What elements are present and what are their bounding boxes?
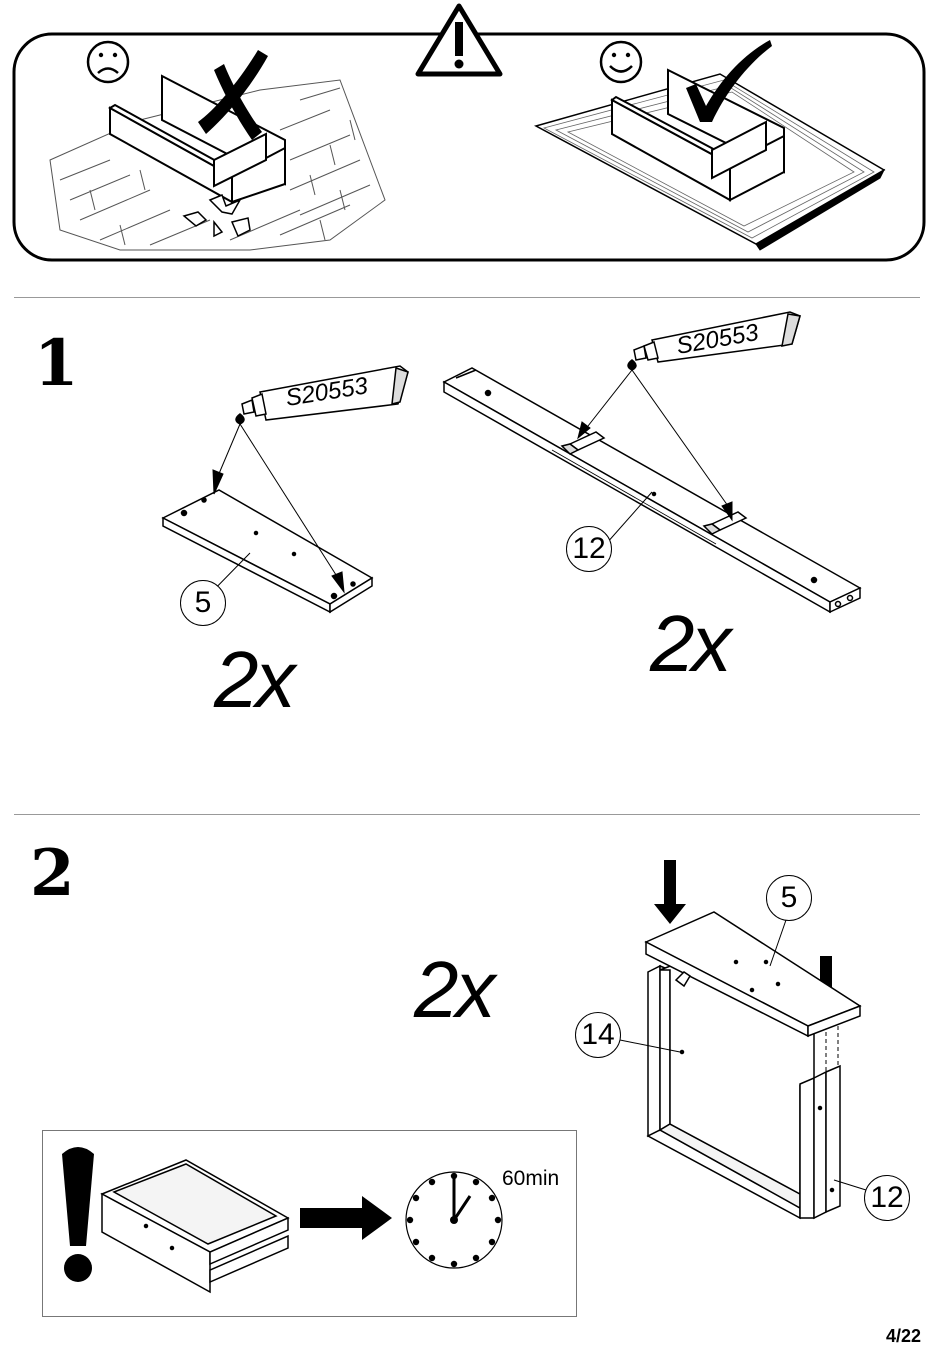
drawer-box-icon bbox=[102, 1160, 288, 1292]
page-number: 4/22 bbox=[886, 1326, 921, 1347]
clock-icon bbox=[406, 1172, 502, 1268]
exclamation-icon bbox=[62, 1147, 94, 1282]
time-label: 60min bbox=[502, 1167, 559, 1191]
right-arrow-icon bbox=[300, 1196, 392, 1240]
